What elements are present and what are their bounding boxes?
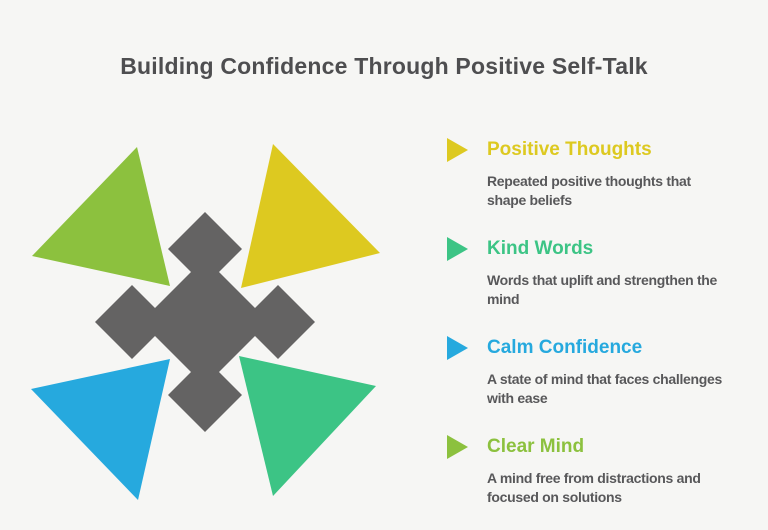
legend-item-header: Calm Confidence: [447, 336, 757, 360]
legend-item-header: Clear Mind: [447, 435, 757, 459]
play-arrow-icon: [447, 336, 468, 360]
legend-item-label: Positive Thoughts: [487, 139, 652, 160]
legend-item-label: Clear Mind: [487, 436, 585, 457]
triangle-top-right: [241, 144, 380, 288]
legend-item-header: Positive Thoughts: [447, 138, 757, 162]
legend-item-calm-confidence: Calm Confidence A state of mind that fac…: [447, 336, 757, 407]
legend-item-description: A state of mind that faces challenges wi…: [487, 371, 723, 406]
triangle-top-left: [32, 147, 170, 286]
play-arrow-icon: [447, 138, 468, 162]
legend-item-header: Kind Words: [447, 237, 757, 261]
legend-item-clear-mind: Clear Mind A mind free from distractions…: [447, 435, 757, 506]
page-title: Building Confidence Through Positive Sel…: [120, 53, 648, 79]
triangle-group: [31, 144, 380, 500]
triangle-bottom-right: [239, 356, 376, 496]
triangle-bottom-left: [31, 359, 170, 500]
legend-item-description: A mind free from distractions and focuse…: [487, 470, 701, 505]
legend-item-positive-thoughts: Positive Thoughts Repeated positive thou…: [447, 138, 757, 209]
legend-item-kind-words: Kind Words Words that uplift and strengt…: [447, 237, 757, 308]
legend-item-label: Calm Confidence: [487, 337, 643, 358]
legend-item-description: Words that uplift and strengthen the min…: [487, 272, 718, 307]
legend-item-description: Repeated positive thoughts that shape be…: [487, 173, 691, 208]
self-talk-diagram: [31, 144, 380, 500]
legend-item-label: Kind Words: [487, 238, 594, 259]
play-arrow-icon: [447, 237, 468, 261]
play-arrow-icon: [447, 435, 468, 459]
center-cross-shape: [95, 212, 315, 432]
